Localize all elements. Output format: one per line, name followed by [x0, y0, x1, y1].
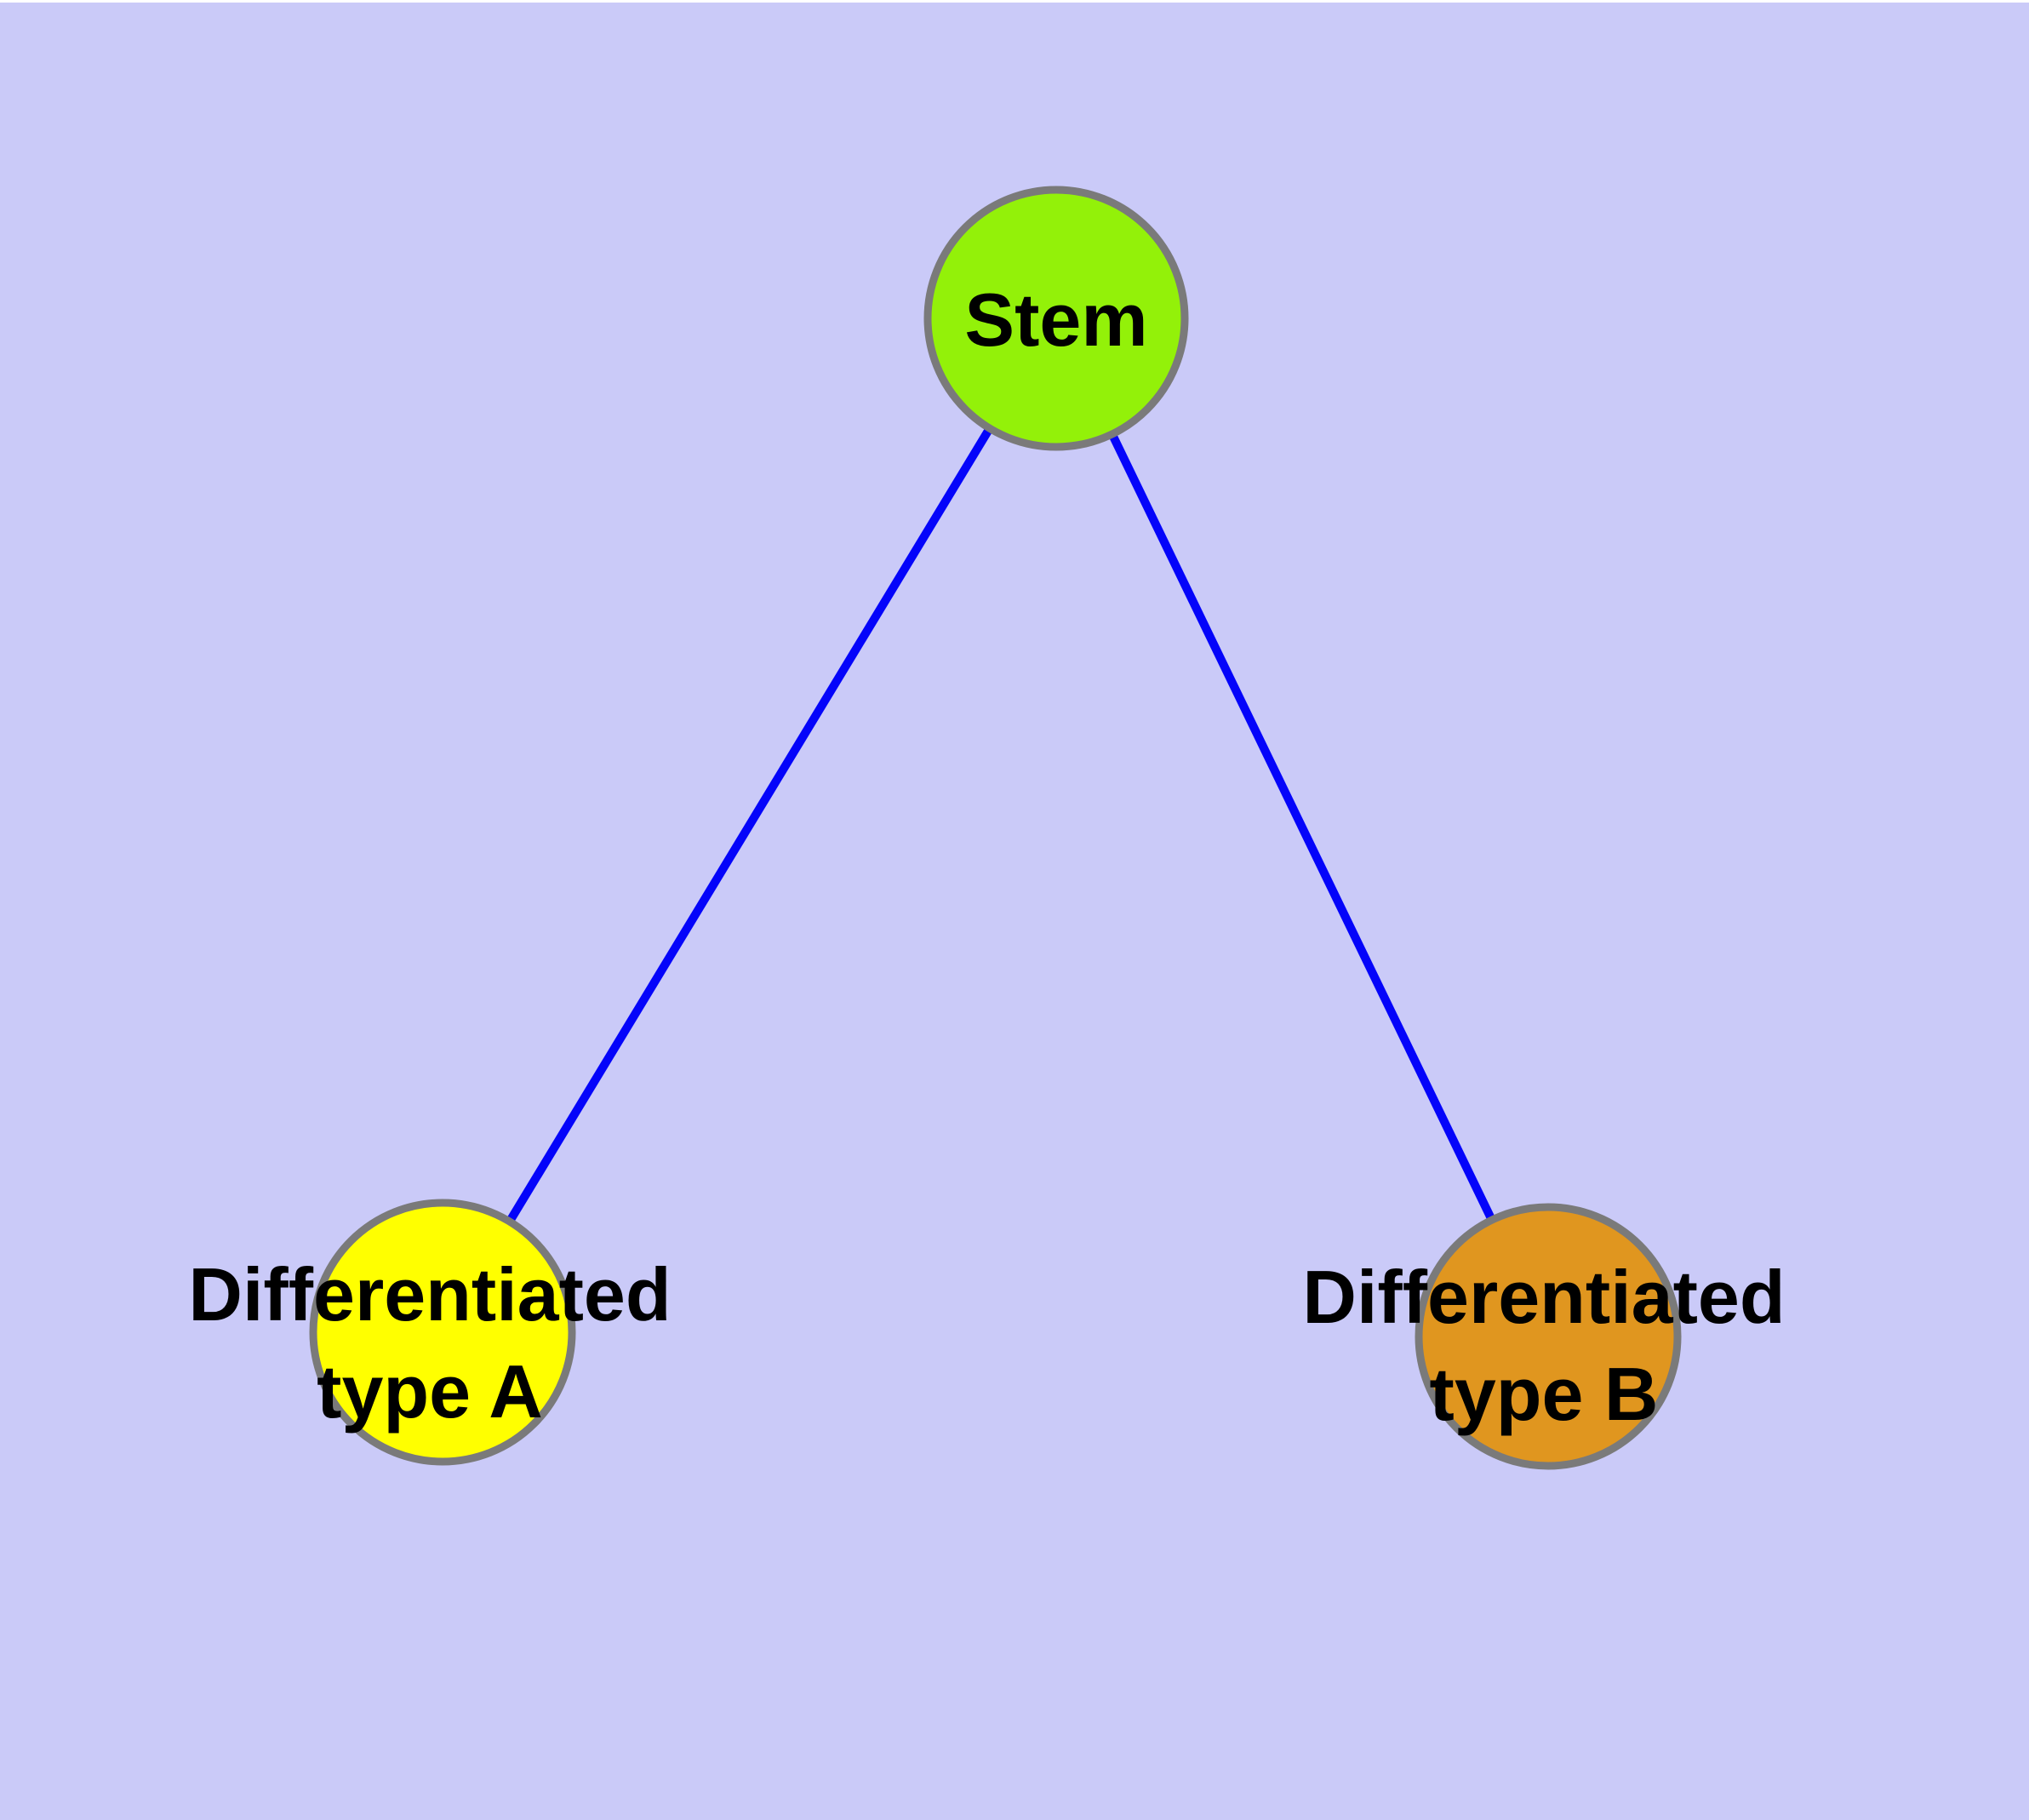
node-stem-label: Stem: [964, 278, 1147, 362]
node-differentiated-type-b-label-line1: Differentiated: [1302, 1255, 1785, 1339]
node-differentiated-type-b-circle: [1415, 1203, 1682, 1470]
node-differentiated-type-a-label-line1: Differentiated: [188, 1252, 671, 1336]
node-differentiated-type-a-circle: [309, 1199, 576, 1466]
top-edge-strip: [0, 0, 2029, 3]
node-differentiated-type-a-label-line2: type A: [317, 1349, 543, 1434]
node-stem-circle: [923, 186, 1189, 451]
node-differentiated-type-b-label-line2: type B: [1430, 1352, 1659, 1436]
edge-stem-to-type-a: [438, 316, 1060, 1335]
edge-stem-to-type-b: [1052, 316, 1552, 1339]
